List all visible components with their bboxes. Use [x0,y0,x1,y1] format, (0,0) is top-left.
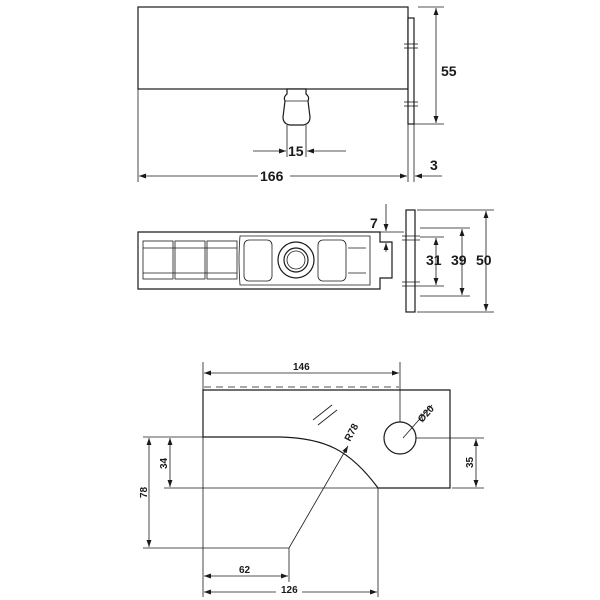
bolt-inner [283,247,309,273]
dim-7: 7 [370,215,378,231]
clamp-profile [137,231,393,290]
mounting-hole [383,421,417,455]
dim-35: 35 [465,456,476,468]
pin [282,88,311,126]
clamp-body [137,6,409,90]
plate-side [405,209,416,313]
dim-55: 55 [441,63,457,79]
middle-view: 7 31 39 50 [137,204,494,313]
dim-166: 166 [260,168,284,184]
dim-126: 126 [281,585,298,596]
dim-34: 34 [159,457,170,469]
dim-146: 146 [293,362,310,373]
dim-15: 15 [288,143,304,159]
bottom-view: 146 Ø20 R78 35 34 78 62 126 [139,362,484,597]
dim-31: 31 [426,252,442,268]
dim-62: 62 [239,565,251,576]
dim-3: 3 [430,157,438,173]
dim-78: 78 [139,486,150,498]
dim-50: 50 [476,252,492,268]
top-view: 55 15 166 3 [137,6,457,184]
dim-39: 39 [451,252,467,268]
mounting-plate [407,17,415,125]
